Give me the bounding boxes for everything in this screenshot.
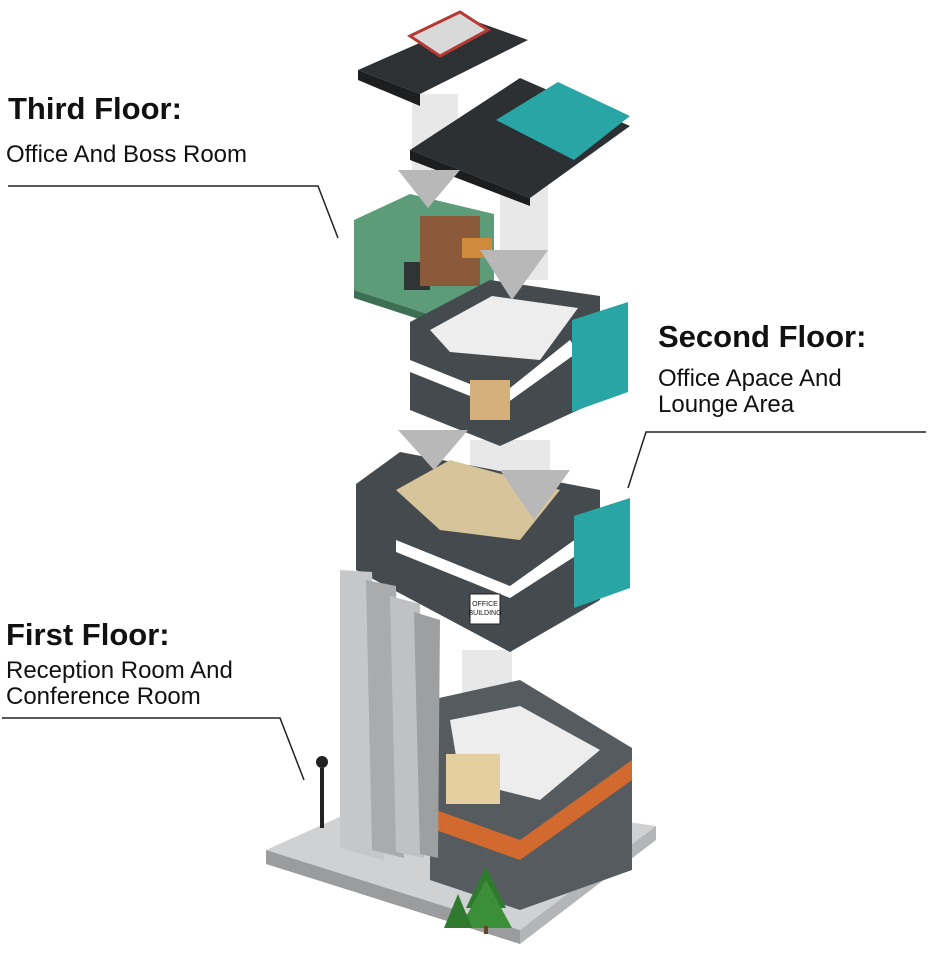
third-floor-title: Third Floor: — [8, 91, 182, 126]
arrow-second-to-middle-left — [398, 430, 468, 470]
arrow-roof-to-third — [398, 170, 460, 208]
first-floor-title: First Floor: — [6, 617, 170, 652]
second-floor-title: Second Floor: — [658, 319, 867, 354]
roof-second-plate — [410, 78, 630, 206]
second-floor-module — [410, 280, 628, 446]
arrow-second-to-middle-right — [500, 470, 570, 520]
street-lamp — [316, 756, 328, 828]
trees — [444, 866, 512, 934]
roof-top-plate — [358, 10, 528, 106]
first-floor-description: Reception Room And Conference Room — [6, 657, 233, 711]
arrow-third-to-second — [480, 250, 548, 300]
third-floor-leader-line — [8, 185, 339, 239]
side-sculpture-tower — [340, 570, 440, 860]
second-floor-leader-line — [627, 431, 926, 489]
third-floor-description: Office And Boss Room — [6, 141, 248, 168]
first-floor-leader-line — [2, 717, 305, 781]
second-floor-description: Office Apace And Lounge Area — [658, 365, 842, 419]
